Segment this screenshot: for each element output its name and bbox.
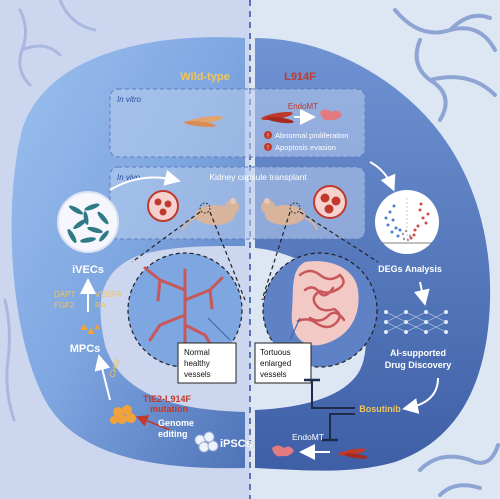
mouse-mutant [261, 198, 318, 231]
bullet-abnormal-proliferation: Abnormal proliferation [275, 131, 348, 140]
endomt-bottom-label: EndoMT [292, 432, 324, 442]
warning-icon [264, 131, 272, 139]
tortuous-vessels-callout [254, 342, 312, 384]
factor-vegfa: VEGFA [95, 290, 122, 299]
arrow-ipscs-to-mpcs [94, 354, 111, 401]
tortuous-vessels-line3: vessels [260, 370, 287, 379]
bullet-apoptosis-evasion: Apoptosis evasion [275, 143, 336, 152]
factor-dapt: DAPT [54, 290, 75, 299]
ai-line2: Drug Discovery [385, 360, 452, 370]
factor-fgf2: FGF2 [54, 301, 75, 310]
ipscs-label: iPSCs [220, 438, 252, 450]
ivecs-label: iVECs [72, 264, 104, 276]
arrow-to-drug [402, 377, 439, 414]
in-vivo-label: In vivo [117, 173, 141, 182]
normal-vessels-callout [177, 342, 237, 384]
endomt-bottom-mesenchymal [272, 445, 294, 457]
svg-text:!: ! [267, 146, 269, 152]
normal-vessels-line3: vessels [184, 370, 211, 379]
mutant-cells [261, 111, 294, 124]
warning-icon [264, 143, 272, 151]
background-vessels-left [3, 0, 97, 422]
arrow-to-degs [369, 161, 396, 192]
mouse-wild-type [182, 198, 239, 231]
drug-label: Bosutinib [359, 404, 401, 414]
normal-vessels-line1: Normal [184, 348, 210, 357]
neural-network-nodes [384, 310, 448, 334]
in-vitro-box [109, 88, 366, 158]
mutation-line2: mutation [150, 404, 188, 414]
volcano-plot [382, 198, 432, 244]
ivecs-cells [67, 203, 109, 244]
tortuous-vessel-network [296, 269, 346, 329]
kidney-section-wild-type [147, 190, 179, 222]
factor-ra: RA [95, 301, 107, 310]
background-vessels-right [393, 8, 500, 497]
mutant-ipsc-cluster [110, 405, 136, 424]
degs-label: DEGs Analysis [378, 264, 442, 274]
ipscs-cluster [194, 431, 219, 453]
wild-type-cells [184, 116, 223, 127]
genome-line1: Genome [158, 418, 194, 428]
svg-text:!: ! [267, 134, 269, 140]
arrow-to-ai [414, 281, 430, 306]
ai-line1: AI-supported [390, 348, 446, 358]
mutation-line1: TIE2-L914F [143, 394, 192, 404]
inhibit-endomt-line [329, 413, 355, 440]
inhibit-vessels-line [311, 380, 355, 409]
arrow-editing [135, 415, 171, 431]
zoom-lines [131, 211, 379, 301]
wild-type-title: Wild-type [180, 71, 229, 83]
genome-line2: editing [158, 429, 188, 439]
mpcs-label: MPCs [70, 343, 101, 355]
tortuous-vessel-tissue [291, 261, 359, 346]
neural-network-icon [385, 311, 447, 333]
endomt-bottom-mutant-cells [338, 448, 368, 459]
tortuous-vessels-line2: enlarged [260, 359, 291, 368]
in-vitro-label: In vitro [117, 95, 142, 104]
arrow-to-in-vivo [109, 169, 181, 191]
mesenchymal-cells [320, 109, 342, 121]
mutant-title: L914F [284, 71, 316, 83]
tortuous-vessels-line1: Tortuous [260, 348, 291, 357]
endomt-top-label: EndoMT [288, 102, 318, 111]
mpcs-cells [80, 324, 100, 334]
normal-vessels-line2: healthy [184, 359, 210, 368]
kidney-transplant-title: Kidney capsule transplant [209, 172, 307, 182]
kidney-section-mutant [313, 185, 347, 219]
